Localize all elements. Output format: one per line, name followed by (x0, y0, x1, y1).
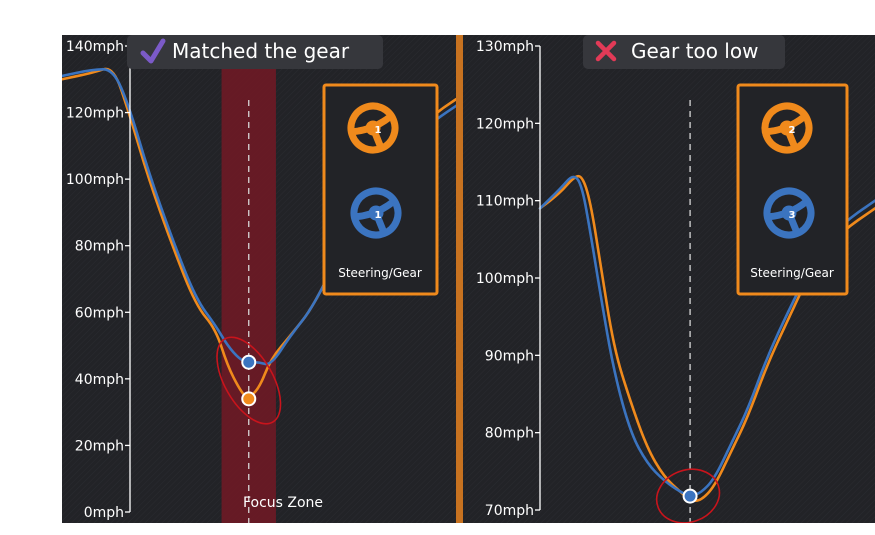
y-tick-label: 40mph (75, 372, 124, 388)
y-tick-label: 0mph (84, 505, 124, 521)
orange-gear-label: 2 (789, 125, 796, 136)
left-banner: Matched the gear (127, 35, 383, 69)
blue-marker-point (241, 354, 257, 370)
blue-gear-label: 3 (789, 210, 796, 221)
focus-zone-label: Focus Zone (243, 495, 323, 511)
left-panel: 0mph 20mph 40mph 60mph 80mph 100mph 120mph 140m… (62, 35, 456, 523)
right-y-ticks: 70mph 80mph 90mph 100mph 110mph 120mph 130mph (476, 39, 540, 519)
y-tick-label: 60mph (75, 305, 124, 321)
y-tick-label: 120mph (66, 106, 124, 122)
left-banner-text: Matched the gear (172, 39, 350, 63)
orange-marker-point (241, 391, 257, 407)
blue-gear-label: 1 (375, 210, 382, 221)
cross-icon (595, 40, 617, 62)
y-tick-label: 110mph (476, 194, 534, 210)
highlight-ring (655, 468, 721, 523)
right-legend: 2 3 Steering/Gear (736, 83, 849, 296)
y-tick-label: 100mph (476, 271, 534, 287)
y-tick-label: 20mph (75, 438, 124, 454)
panel-divider (456, 35, 463, 523)
left-legend: 1 1 Steering/Gear (322, 83, 439, 296)
y-tick-label: 100mph (66, 172, 124, 188)
y-tick-label: 90mph (485, 348, 534, 364)
right-legend-label: Steering/Gear (750, 266, 834, 280)
left-y-ticks: 0mph 20mph 40mph 60mph 80mph 100mph 120mph 140m… (66, 39, 130, 521)
highlight-ring (216, 336, 282, 425)
right-panel: 70mph80mph90mph100mph110mph120mph130mph … (463, 35, 875, 523)
left-legend-label: Steering/Gear (338, 266, 422, 280)
blue-speed-line (538, 175, 875, 497)
checkmark-icon (140, 38, 166, 64)
right-banner-background (583, 35, 785, 69)
blue-marker-point (682, 488, 698, 504)
y-tick-label: 80mph (485, 426, 534, 442)
right-banner: Gear too low (583, 35, 785, 69)
right-banner-text: Gear too low (631, 39, 758, 63)
y-tick-label: 130mph (476, 39, 534, 55)
y-tick-label: 70mph (485, 503, 534, 519)
left-banner-background (127, 35, 383, 69)
y-tick-label: 120mph (476, 116, 534, 132)
y-tick-label: 80mph (75, 239, 124, 255)
y-tick-label: 140mph (66, 39, 124, 55)
orange-gear-label: 1 (375, 125, 382, 136)
